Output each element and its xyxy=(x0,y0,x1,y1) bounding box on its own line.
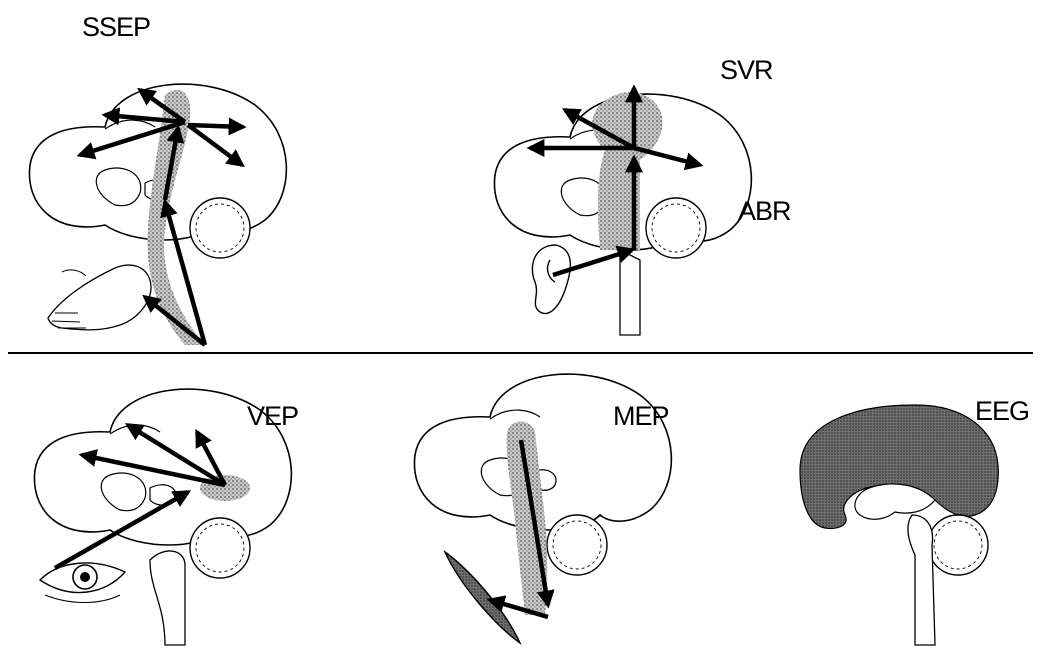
mep-label: MEP xyxy=(613,403,669,430)
svr-label: SVR xyxy=(720,57,773,84)
motor-pathway-shading xyxy=(507,422,548,616)
cerebellum-icon xyxy=(190,518,250,578)
ssep-panel xyxy=(29,84,286,345)
ssep-label: SSEP xyxy=(82,14,150,41)
vep-label: VEP xyxy=(247,403,298,430)
eeg-panel xyxy=(800,405,998,645)
eeg-label: EEG xyxy=(975,398,1029,425)
brainstem-outline xyxy=(150,551,185,645)
brainstem-outline xyxy=(908,515,935,645)
cerebellum-icon xyxy=(190,198,250,258)
ear-icon xyxy=(532,245,570,313)
brainstem-outline xyxy=(620,250,640,335)
eye-icon xyxy=(40,563,125,603)
cerebellum-icon xyxy=(928,515,988,575)
cerebellum-icon xyxy=(547,515,607,575)
muscle-icon xyxy=(445,552,520,643)
svr-abr-panel xyxy=(494,88,751,335)
visual-cortex-shading xyxy=(200,475,250,501)
abr-label: ABR xyxy=(738,198,791,225)
cerebellum-icon xyxy=(646,198,706,258)
hand-icon xyxy=(48,265,151,330)
